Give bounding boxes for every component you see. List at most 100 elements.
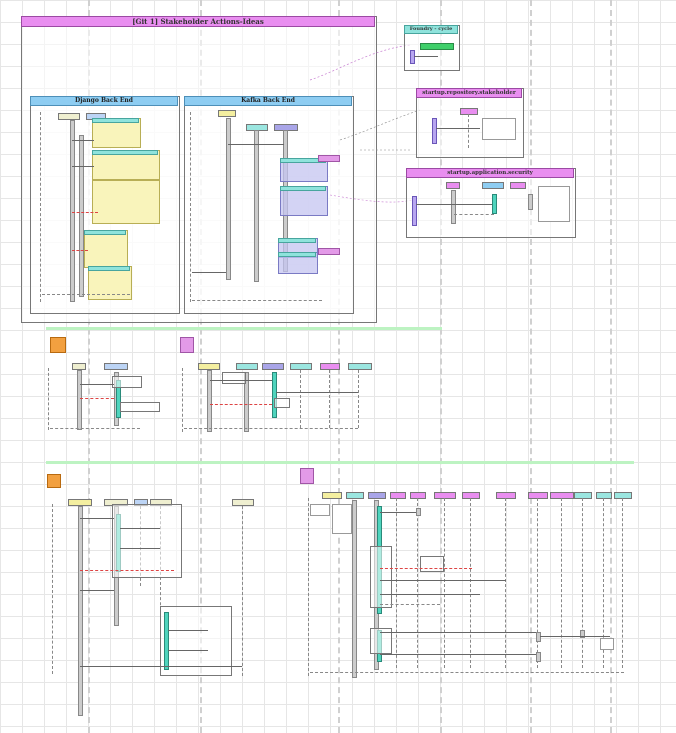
guide-line bbox=[530, 0, 532, 733]
lifeline bbox=[242, 506, 243, 676]
activation-bar bbox=[79, 135, 84, 297]
message-arrow bbox=[414, 56, 438, 57]
note-card bbox=[538, 186, 570, 222]
message-arrow bbox=[80, 384, 114, 385]
note-box bbox=[318, 155, 340, 162]
activation-bar bbox=[536, 632, 541, 642]
activation-bar bbox=[272, 372, 277, 418]
fragment-header bbox=[84, 230, 126, 235]
activation-bar bbox=[244, 372, 249, 432]
participant-box bbox=[290, 363, 312, 370]
lifeline bbox=[300, 370, 301, 428]
participant-box bbox=[496, 492, 516, 499]
activation-bar bbox=[412, 196, 417, 226]
fragment-box bbox=[92, 118, 141, 148]
lifeline bbox=[308, 498, 309, 676]
message-arrow bbox=[80, 666, 242, 667]
participant-box bbox=[58, 113, 80, 120]
lifeline bbox=[470, 498, 471, 668]
participant-box bbox=[262, 363, 284, 370]
message-arrow bbox=[276, 392, 358, 393]
participant-box bbox=[236, 363, 258, 370]
fragment-box bbox=[370, 546, 392, 608]
message-arrow bbox=[72, 140, 94, 141]
section-marker-note bbox=[180, 337, 194, 353]
message-arrow bbox=[380, 580, 506, 581]
return-arrow bbox=[72, 212, 98, 213]
participant-box bbox=[510, 182, 526, 189]
section-marker-note bbox=[47, 474, 61, 488]
participant-box bbox=[68, 499, 92, 506]
return-arrow bbox=[80, 398, 114, 399]
return-arrow bbox=[454, 214, 494, 215]
lifeline bbox=[396, 498, 397, 668]
return-arrow bbox=[210, 404, 272, 405]
message-arrow bbox=[120, 548, 160, 549]
section-separator bbox=[46, 461, 634, 464]
section-marker-note bbox=[300, 468, 314, 484]
activation-bar bbox=[492, 194, 497, 214]
activation-bar bbox=[226, 118, 231, 280]
activation-bar bbox=[352, 500, 357, 678]
message-arrow bbox=[80, 590, 114, 591]
activation-bar bbox=[416, 508, 421, 516]
django-panel-title: Django Back End bbox=[30, 96, 178, 106]
participant-box bbox=[346, 492, 364, 499]
message-arrow bbox=[72, 166, 94, 167]
lifeline bbox=[444, 498, 445, 668]
message-arrow bbox=[80, 518, 114, 519]
lifeline bbox=[190, 112, 191, 302]
return-arrow bbox=[42, 294, 130, 295]
participant-box bbox=[410, 492, 426, 499]
participant-box bbox=[574, 492, 592, 499]
lifeline bbox=[48, 368, 49, 430]
fragment-header bbox=[278, 238, 316, 243]
message-arrow bbox=[540, 636, 610, 637]
fragment-box bbox=[92, 180, 160, 224]
participant-box bbox=[232, 499, 254, 506]
fragment-box bbox=[120, 402, 160, 412]
participant-box bbox=[390, 492, 406, 499]
participant-box bbox=[322, 492, 342, 499]
note-card bbox=[600, 638, 614, 650]
activation-bar bbox=[580, 630, 585, 638]
repository-stakeholder-title: startup.repository.stakeholder bbox=[416, 88, 522, 98]
activation-bar bbox=[164, 612, 169, 670]
activation-bar bbox=[536, 652, 541, 662]
participant-box bbox=[446, 182, 460, 189]
foundry-activation bbox=[410, 50, 415, 64]
note-card bbox=[332, 504, 352, 534]
message-arrow bbox=[416, 204, 492, 205]
guide-line bbox=[440, 0, 442, 733]
fragment-header bbox=[88, 266, 130, 271]
fragment-box bbox=[420, 556, 444, 572]
return-arrow bbox=[184, 428, 358, 429]
fragment-header bbox=[278, 252, 316, 257]
lifeline bbox=[622, 498, 623, 668]
lifeline bbox=[582, 498, 583, 668]
lifeline bbox=[468, 114, 469, 148]
participant-box bbox=[614, 492, 632, 499]
application-security-title: startup.application.security bbox=[406, 168, 574, 178]
note-card bbox=[482, 118, 516, 140]
fragment-box bbox=[274, 398, 290, 408]
fragment-header bbox=[280, 186, 326, 191]
fragment-box bbox=[112, 504, 182, 578]
activation-bar bbox=[254, 130, 259, 282]
return-arrow bbox=[72, 250, 88, 251]
message-arrow bbox=[192, 272, 226, 273]
return-arrow bbox=[310, 672, 624, 673]
return-arrow bbox=[80, 570, 174, 571]
section-marker-note bbox=[50, 337, 66, 353]
participant-box bbox=[104, 363, 128, 370]
lifeline bbox=[40, 112, 41, 302]
guide-line bbox=[88, 0, 90, 733]
message-arrow bbox=[228, 144, 284, 145]
activation-bar bbox=[528, 194, 533, 210]
participant-box bbox=[368, 492, 386, 499]
note-card bbox=[310, 504, 330, 516]
participant-box bbox=[198, 363, 220, 370]
participant-box bbox=[462, 492, 480, 499]
fragment-box bbox=[160, 606, 232, 676]
message-arrow bbox=[168, 630, 208, 631]
